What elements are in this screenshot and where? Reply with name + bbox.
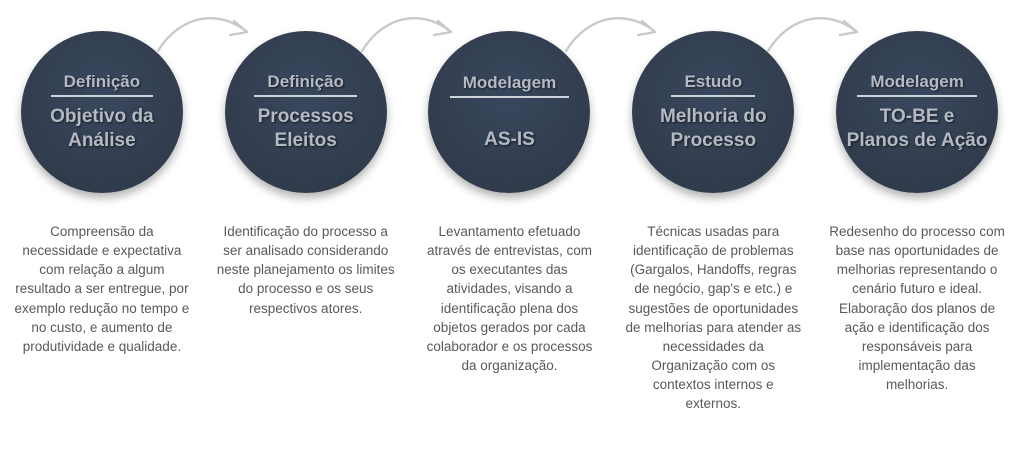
step-description: Redesenho do processo com base nas oport… <box>829 224 1005 393</box>
step-description: Técnicas usadas para identificação de pr… <box>625 224 802 412</box>
step-subtitle: AS-IS <box>484 128 535 150</box>
curved-arrow-icon <box>766 17 859 53</box>
step-subtitle: Melhoria do Processo <box>659 105 767 151</box>
step-circle-4: Estudo Melhoria do Processo <box>632 31 795 193</box>
step-column-2: Definição Processos Eleitos Identificaçã… <box>204 0 408 455</box>
step-description: Levantamento efetuado através de entrevi… <box>426 224 593 374</box>
step-column-4: Estudo Melhoria do Processo Técnicas usa… <box>611 0 815 455</box>
step-circle-2: Definição Processos Eleitos <box>224 31 387 193</box>
step-column-5: Modelagem TO-BE e Planos de Ação Redesen… <box>815 0 1019 455</box>
curved-arrow-icon <box>360 17 453 53</box>
step-title: Modelagem <box>449 73 570 98</box>
step-circle-1: Definição Objetivo da Análise <box>20 31 183 193</box>
step-description: Compreensão da necessidade e expectativa… <box>14 224 190 354</box>
curved-arrow-icon <box>156 17 249 53</box>
step-circle-5: Modelagem TO-BE e Planos de Ação <box>836 31 999 193</box>
step-subtitle: Objetivo da Análise <box>50 105 154 151</box>
step-subtitle: TO-BE e Planos de Ação <box>846 105 988 151</box>
curved-arrow-icon <box>564 17 657 53</box>
step-column-3: Modelagem AS-IS Levantamento efetuado at… <box>408 0 612 455</box>
step-title: Estudo <box>671 72 756 97</box>
step-title: Modelagem <box>857 72 977 97</box>
step-subtitle: Processos Eleitos <box>257 105 354 151</box>
step-description: Identificação do processo a ser analisad… <box>216 224 395 316</box>
step-title: Definição <box>50 72 154 97</box>
step-column-1: Definição Objetivo da Análise Compreensã… <box>0 0 204 455</box>
step-title: Definição <box>254 72 357 97</box>
step-circle-3: Modelagem AS-IS <box>428 31 591 193</box>
